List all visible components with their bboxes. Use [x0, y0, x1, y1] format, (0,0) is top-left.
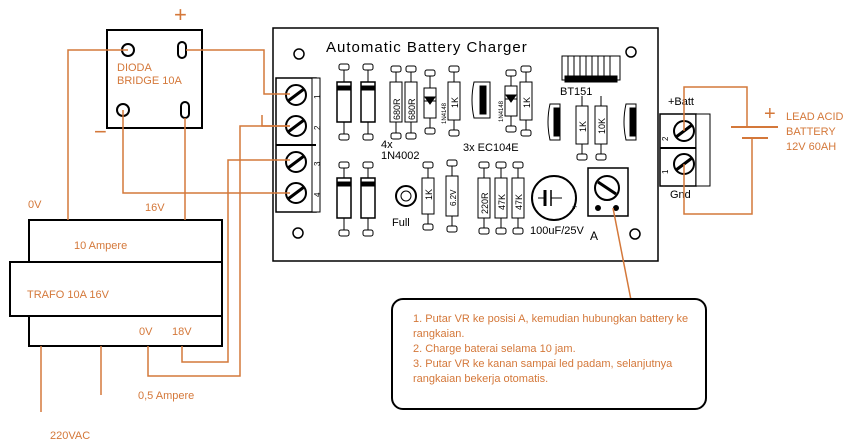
terminal-pin-label: 1: [313, 94, 322, 99]
cap-label: 100uF/25V: [530, 225, 584, 237]
resistor-led: [421, 159, 459, 233]
transistor-ec104e: [471, 81, 491, 119]
resistor-1k-top: [447, 65, 461, 137]
terminal-pin-label: 2: [313, 125, 322, 130]
resistor-label: 10K: [597, 118, 607, 134]
bridge-label-1: DIODA: [117, 62, 153, 74]
terminal-block-right: 2 1: [659, 113, 711, 187]
resistor-1k-mid: [519, 65, 533, 137]
bridge-minus-label: −: [94, 119, 107, 144]
mounting-hole: [629, 228, 641, 240]
terminal-pin-label: 3: [313, 161, 322, 166]
trafo-in-16v: 16V: [145, 202, 165, 214]
mains-label: 220VAC: [50, 430, 90, 441]
battery-label-3: 12V 60AH: [786, 141, 836, 153]
terminal-block-left: 1 2 3 4: [275, 77, 322, 213]
resistor-label: 47K: [497, 194, 507, 210]
terminal-pin-label: 2: [661, 136, 670, 141]
resistor-group-bottom: [477, 161, 525, 235]
diode-1n4148: [504, 69, 518, 133]
diode-bridge: [106, 29, 203, 129]
resistor-label: 680R: [392, 98, 402, 120]
diode-small-label: 1N4148: [442, 102, 448, 124]
trafo-in-0v: 0V: [28, 199, 42, 211]
scr-label: BT151: [560, 86, 592, 98]
mounting-hole: [292, 227, 304, 239]
trafo-out-18v: 18V: [172, 326, 192, 338]
resistor-label: 1K: [522, 97, 532, 108]
diode-part-label: 1N4002: [381, 150, 420, 162]
battery-label-2: BATTERY: [786, 126, 836, 138]
bridge-label-2: BRIDGE 10A: [117, 75, 182, 87]
resistor-680r-pair: [389, 65, 418, 140]
trafo-out-current: 0,5 Ampere: [138, 390, 194, 402]
battery-symbol: [731, 126, 778, 139]
zener-label: 3x EC104E: [463, 142, 519, 154]
batt-gnd-label: Gnd: [670, 189, 691, 201]
led-label: Full: [392, 217, 410, 229]
vr-position-label: A: [590, 229, 598, 243]
diode-small-label: 1N4148: [499, 100, 505, 122]
cap-plus-mark: +: [572, 202, 577, 212]
instruction-step-3: 3. Putar VR ke kanan sampai led padam, s…: [413, 358, 676, 385]
mounting-hole: [293, 48, 305, 60]
trimpot-vr: [587, 167, 629, 217]
diode-1n4148: [423, 69, 437, 135]
terminal-pin-label: 1: [661, 169, 670, 174]
resistor-label: 1K: [578, 121, 588, 132]
resistor-label: 680R: [407, 98, 417, 120]
batt-plus-label: +Batt: [668, 96, 694, 108]
led-indicator: [395, 185, 417, 207]
resistor-pair-bt151: [575, 96, 608, 161]
trafo-current-label: 10 Ampere: [74, 240, 127, 252]
instruction-note: 1. Putar VR ke posisi A, kemudian hubung…: [391, 298, 707, 410]
electrolytic-capacitor: [531, 175, 577, 221]
bridge-plus-label: +: [174, 2, 187, 27]
instruction-step-1: 1. Putar VR ke posisi A, kemudian hubung…: [413, 313, 692, 340]
terminal-pin-label: 4: [313, 192, 322, 197]
wiring: [40, 49, 753, 412]
scr-bt151: [561, 55, 621, 83]
resistor-label: 1K: [424, 189, 434, 200]
transformer: [9, 219, 223, 347]
instruction-step-2: 2. Charge baterai selama 10 jam.: [413, 343, 576, 355]
resistor-label: 47K: [514, 194, 524, 210]
trafo-out-0v: 0V: [139, 326, 153, 338]
zener-value-label: 6.2V: [449, 189, 458, 206]
mounting-hole: [625, 46, 637, 58]
resistor-label: 1K: [450, 97, 460, 108]
battery-label-1: LEAD ACID: [786, 111, 844, 123]
diode-1n4002-group: [336, 63, 376, 237]
board-title: Automatic Battery Charger: [326, 39, 528, 56]
transistor-small: [547, 103, 637, 141]
trafo-label: TRAFO 10A 16V: [27, 289, 110, 301]
battery-plus-label: +: [764, 103, 776, 125]
diode-qty-label: 4x: [381, 139, 393, 151]
resistor-label: 220R: [480, 192, 490, 214]
